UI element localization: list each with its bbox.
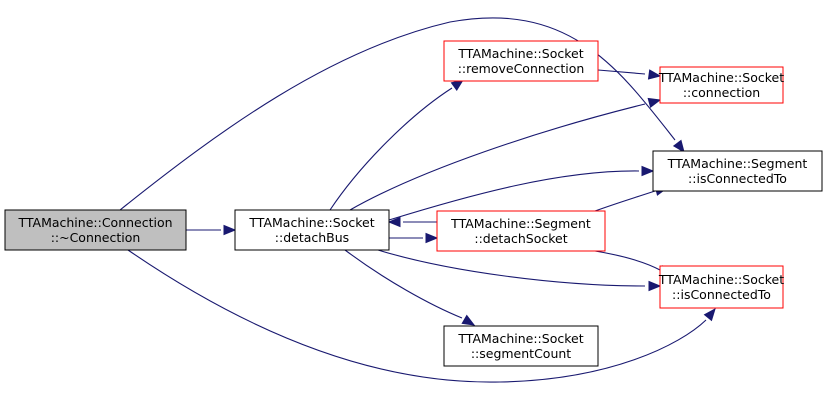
arrowhead-icon — [647, 97, 662, 109]
arrowhead-icon — [641, 165, 655, 177]
node-box[interactable] — [234, 209, 390, 251]
edge-segment_detachsocket-to-socket_detachbus — [387, 216, 437, 228]
edge-socket_detachbus-to-socket_isconnectedto — [377, 249, 662, 292]
edge-socket_detachbus-to-socket_connection — [349, 97, 662, 211]
node-socket-segmentcount[interactable]: TTAMachine::Socket::segmentCount — [443, 325, 599, 367]
arrowhead-icon — [461, 314, 476, 326]
node-socket-connection[interactable]: TTAMachine::Socket::connection — [658, 66, 784, 104]
edge-line — [127, 249, 707, 383]
edge-socket_detachbus-to-segment_detachsocket — [389, 232, 439, 244]
edge-socket_detachbus-to-socket_removeconnection — [329, 79, 465, 211]
node-method-label: ::isConnectedTo — [672, 287, 771, 302]
node-socket-removeconnection[interactable]: TTAMachine::Socket::removeConnection — [443, 40, 599, 82]
edge-line — [377, 249, 646, 287]
edge-connection_dtor-to-segment_isconnectedto — [119, 17, 685, 211]
node-class-label: TTAMachine::Socket — [658, 272, 784, 287]
node-class-label: TTAMachine::Connection — [17, 215, 172, 230]
node-box[interactable] — [652, 150, 823, 192]
node-box[interactable] — [436, 210, 606, 252]
edge-connection_dtor-to-socket_isconnectedto — [127, 249, 716, 383]
node-class-label: TTAMachine::Socket — [457, 46, 583, 61]
node-box[interactable] — [659, 265, 784, 309]
edge-line — [349, 103, 646, 211]
edge-line — [594, 190, 656, 212]
node-segment-isconnectedto[interactable]: TTAMachine::Segment::isConnectedTo — [652, 150, 823, 192]
node-class-label: TTAMachine::Socket — [248, 215, 374, 230]
node-connection-dtor[interactable]: TTAMachine::Connection::~Connection — [4, 209, 187, 251]
arrowhead-icon — [387, 216, 401, 228]
arrowhead-icon — [672, 139, 685, 154]
edge-layer — [119, 17, 716, 383]
node-method-label: ::detachBus — [275, 230, 349, 245]
edge-line — [329, 87, 453, 211]
edge-connection_dtor-to-socket_detachbus — [186, 224, 237, 236]
edge-line — [388, 170, 640, 221]
arrowhead-icon — [647, 69, 662, 80]
node-socket-isconnectedto[interactable]: TTAMachine::Socket::isConnectedTo — [658, 265, 784, 309]
arrowhead-icon — [223, 224, 237, 236]
node-box[interactable] — [443, 40, 599, 82]
node-method-label: ::connection — [683, 85, 760, 100]
arrowhead-icon — [425, 232, 439, 244]
node-box[interactable] — [4, 209, 187, 251]
node-box[interactable] — [443, 325, 599, 367]
node-socket-detachbus[interactable]: TTAMachine::Socket::detachBus — [234, 209, 390, 251]
node-method-label: ::~Connection — [51, 230, 141, 245]
edge-line — [344, 249, 463, 319]
edge-socket_detachbus-to-segment_isconnectedto — [388, 165, 655, 221]
edge-line — [597, 69, 646, 75]
node-method-label: ::removeConnection — [458, 61, 585, 76]
edge-socket_removeconnection-to-socket_connection — [597, 69, 662, 80]
node-method-label: ::detachSocket — [474, 231, 567, 246]
node-class-label: TTAMachine::Socket — [658, 70, 784, 85]
edge-line — [119, 17, 676, 211]
arrowhead-icon — [450, 79, 465, 92]
edge-line — [594, 250, 661, 271]
node-segment-detachsocket[interactable]: TTAMachine::Segment::detachSocket — [436, 210, 606, 252]
arrowhead-icon — [703, 307, 716, 322]
node-class-label: TTAMachine::Socket — [457, 331, 583, 346]
node-box[interactable] — [659, 66, 784, 104]
node-class-label: TTAMachine::Segment — [450, 216, 591, 231]
node-method-label: ::segmentCount — [471, 346, 571, 361]
edge-socket_detachbus-to-socket_segmentcount — [344, 249, 476, 326]
node-class-label: TTAMachine::Segment — [667, 156, 808, 171]
arrowhead-icon — [648, 280, 662, 292]
node-method-label: ::isConnectedTo — [688, 171, 787, 186]
node-layer: TTAMachine::Connection::~ConnectionTTAMa… — [4, 40, 823, 367]
